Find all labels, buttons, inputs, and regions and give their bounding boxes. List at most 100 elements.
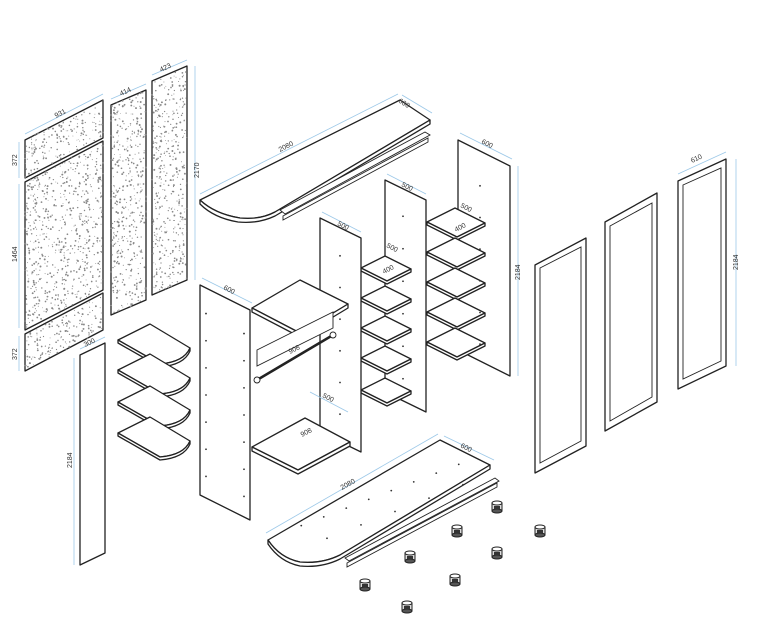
- speckle: [87, 177, 89, 180]
- speckle: [49, 272, 52, 275]
- speckle: [36, 344, 39, 347]
- speckle: [27, 280, 30, 283]
- speckle: [177, 144, 180, 147]
- speckle: [45, 225, 48, 228]
- speckle: [38, 174, 40, 176]
- shelf: [360, 285, 412, 315]
- speckle: [47, 245, 49, 247]
- speckle: [33, 161, 36, 164]
- speckle: [181, 161, 182, 163]
- speckle: [37, 305, 39, 307]
- speckle: [54, 218, 57, 221]
- speckle: [57, 237, 59, 240]
- speckle: [175, 76, 177, 78]
- speckle: [29, 182, 31, 185]
- speckle: [166, 150, 168, 153]
- speckle: [78, 156, 80, 159]
- speckle: [63, 299, 65, 301]
- speckle: [99, 130, 102, 133]
- speckle: [138, 124, 141, 126]
- speckle: [167, 147, 170, 150]
- speckle: [24, 157, 26, 160]
- adjustable-foot: [491, 500, 503, 514]
- speckle: [37, 132, 39, 135]
- speckle: [162, 239, 164, 241]
- speckle: [112, 222, 114, 225]
- speckle: [176, 109, 178, 111]
- speckle: [160, 178, 162, 180]
- speckle: [133, 131, 136, 133]
- speckle: [120, 255, 123, 258]
- speckle: [35, 282, 37, 284]
- speckle: [133, 226, 135, 228]
- speckle: [28, 278, 30, 280]
- speckle: [179, 220, 181, 222]
- speckle: [58, 307, 61, 310]
- speckle: [130, 303, 132, 305]
- speckle: [64, 189, 67, 192]
- dim-label: 1464: [12, 246, 19, 262]
- speckle: [168, 89, 170, 91]
- speckle: [78, 290, 80, 292]
- speckle: [69, 213, 72, 216]
- speckle: [99, 207, 101, 209]
- speckle: [96, 169, 98, 171]
- speckle: [129, 215, 131, 217]
- speckle: [35, 139, 37, 141]
- hole: [205, 366, 207, 369]
- speckle: [64, 170, 67, 173]
- speckle: [39, 358, 41, 360]
- speckle: [125, 112, 127, 114]
- speckle: [130, 269, 133, 272]
- speckle: [53, 204, 56, 207]
- speckle: [31, 273, 33, 275]
- speckle: [121, 249, 123, 251]
- speckle: [98, 132, 100, 134]
- speckle: [44, 152, 46, 154]
- dim-label: 500: [385, 243, 399, 255]
- speckle: [66, 177, 68, 180]
- speckle: [122, 239, 124, 242]
- hole: [412, 480, 415, 483]
- speckle: [125, 175, 127, 177]
- speckle: [128, 180, 131, 183]
- speckle: [125, 225, 127, 227]
- speckle: [177, 194, 180, 196]
- speckle: [185, 207, 188, 210]
- speckle: [112, 266, 114, 269]
- speckle: [158, 145, 161, 148]
- speckle: [155, 193, 157, 195]
- speckle: [58, 333, 60, 335]
- speckle: [85, 134, 87, 136]
- speckle: [128, 154, 131, 157]
- speckle: [62, 128, 65, 130]
- speckle: [178, 202, 181, 204]
- speckle: [178, 200, 181, 202]
- speckle: [73, 325, 75, 327]
- speckle: [71, 292, 74, 295]
- speckle: [119, 159, 121, 161]
- speckle: [74, 294, 76, 296]
- speckle: [165, 155, 167, 157]
- speckle: [82, 190, 84, 192]
- speckle: [34, 209, 36, 211]
- speckle: [183, 255, 185, 258]
- speckle: [28, 362, 31, 365]
- speckle: [61, 319, 64, 322]
- speckle: [135, 286, 138, 288]
- speckle: [137, 145, 139, 148]
- speckle: [90, 266, 92, 268]
- speckle: [168, 152, 170, 155]
- speckle: [163, 127, 165, 128]
- speckle: [100, 223, 102, 225]
- speckle: [130, 146, 133, 148]
- speckle: [182, 105, 184, 107]
- speckle: [80, 212, 82, 215]
- speckle: [131, 99, 134, 102]
- speckle: [38, 280, 39, 282]
- speckle: [183, 166, 186, 169]
- speckle: [46, 261, 49, 263]
- speckle: [163, 220, 165, 223]
- speckle: [34, 177, 36, 180]
- speckle: [168, 267, 171, 270]
